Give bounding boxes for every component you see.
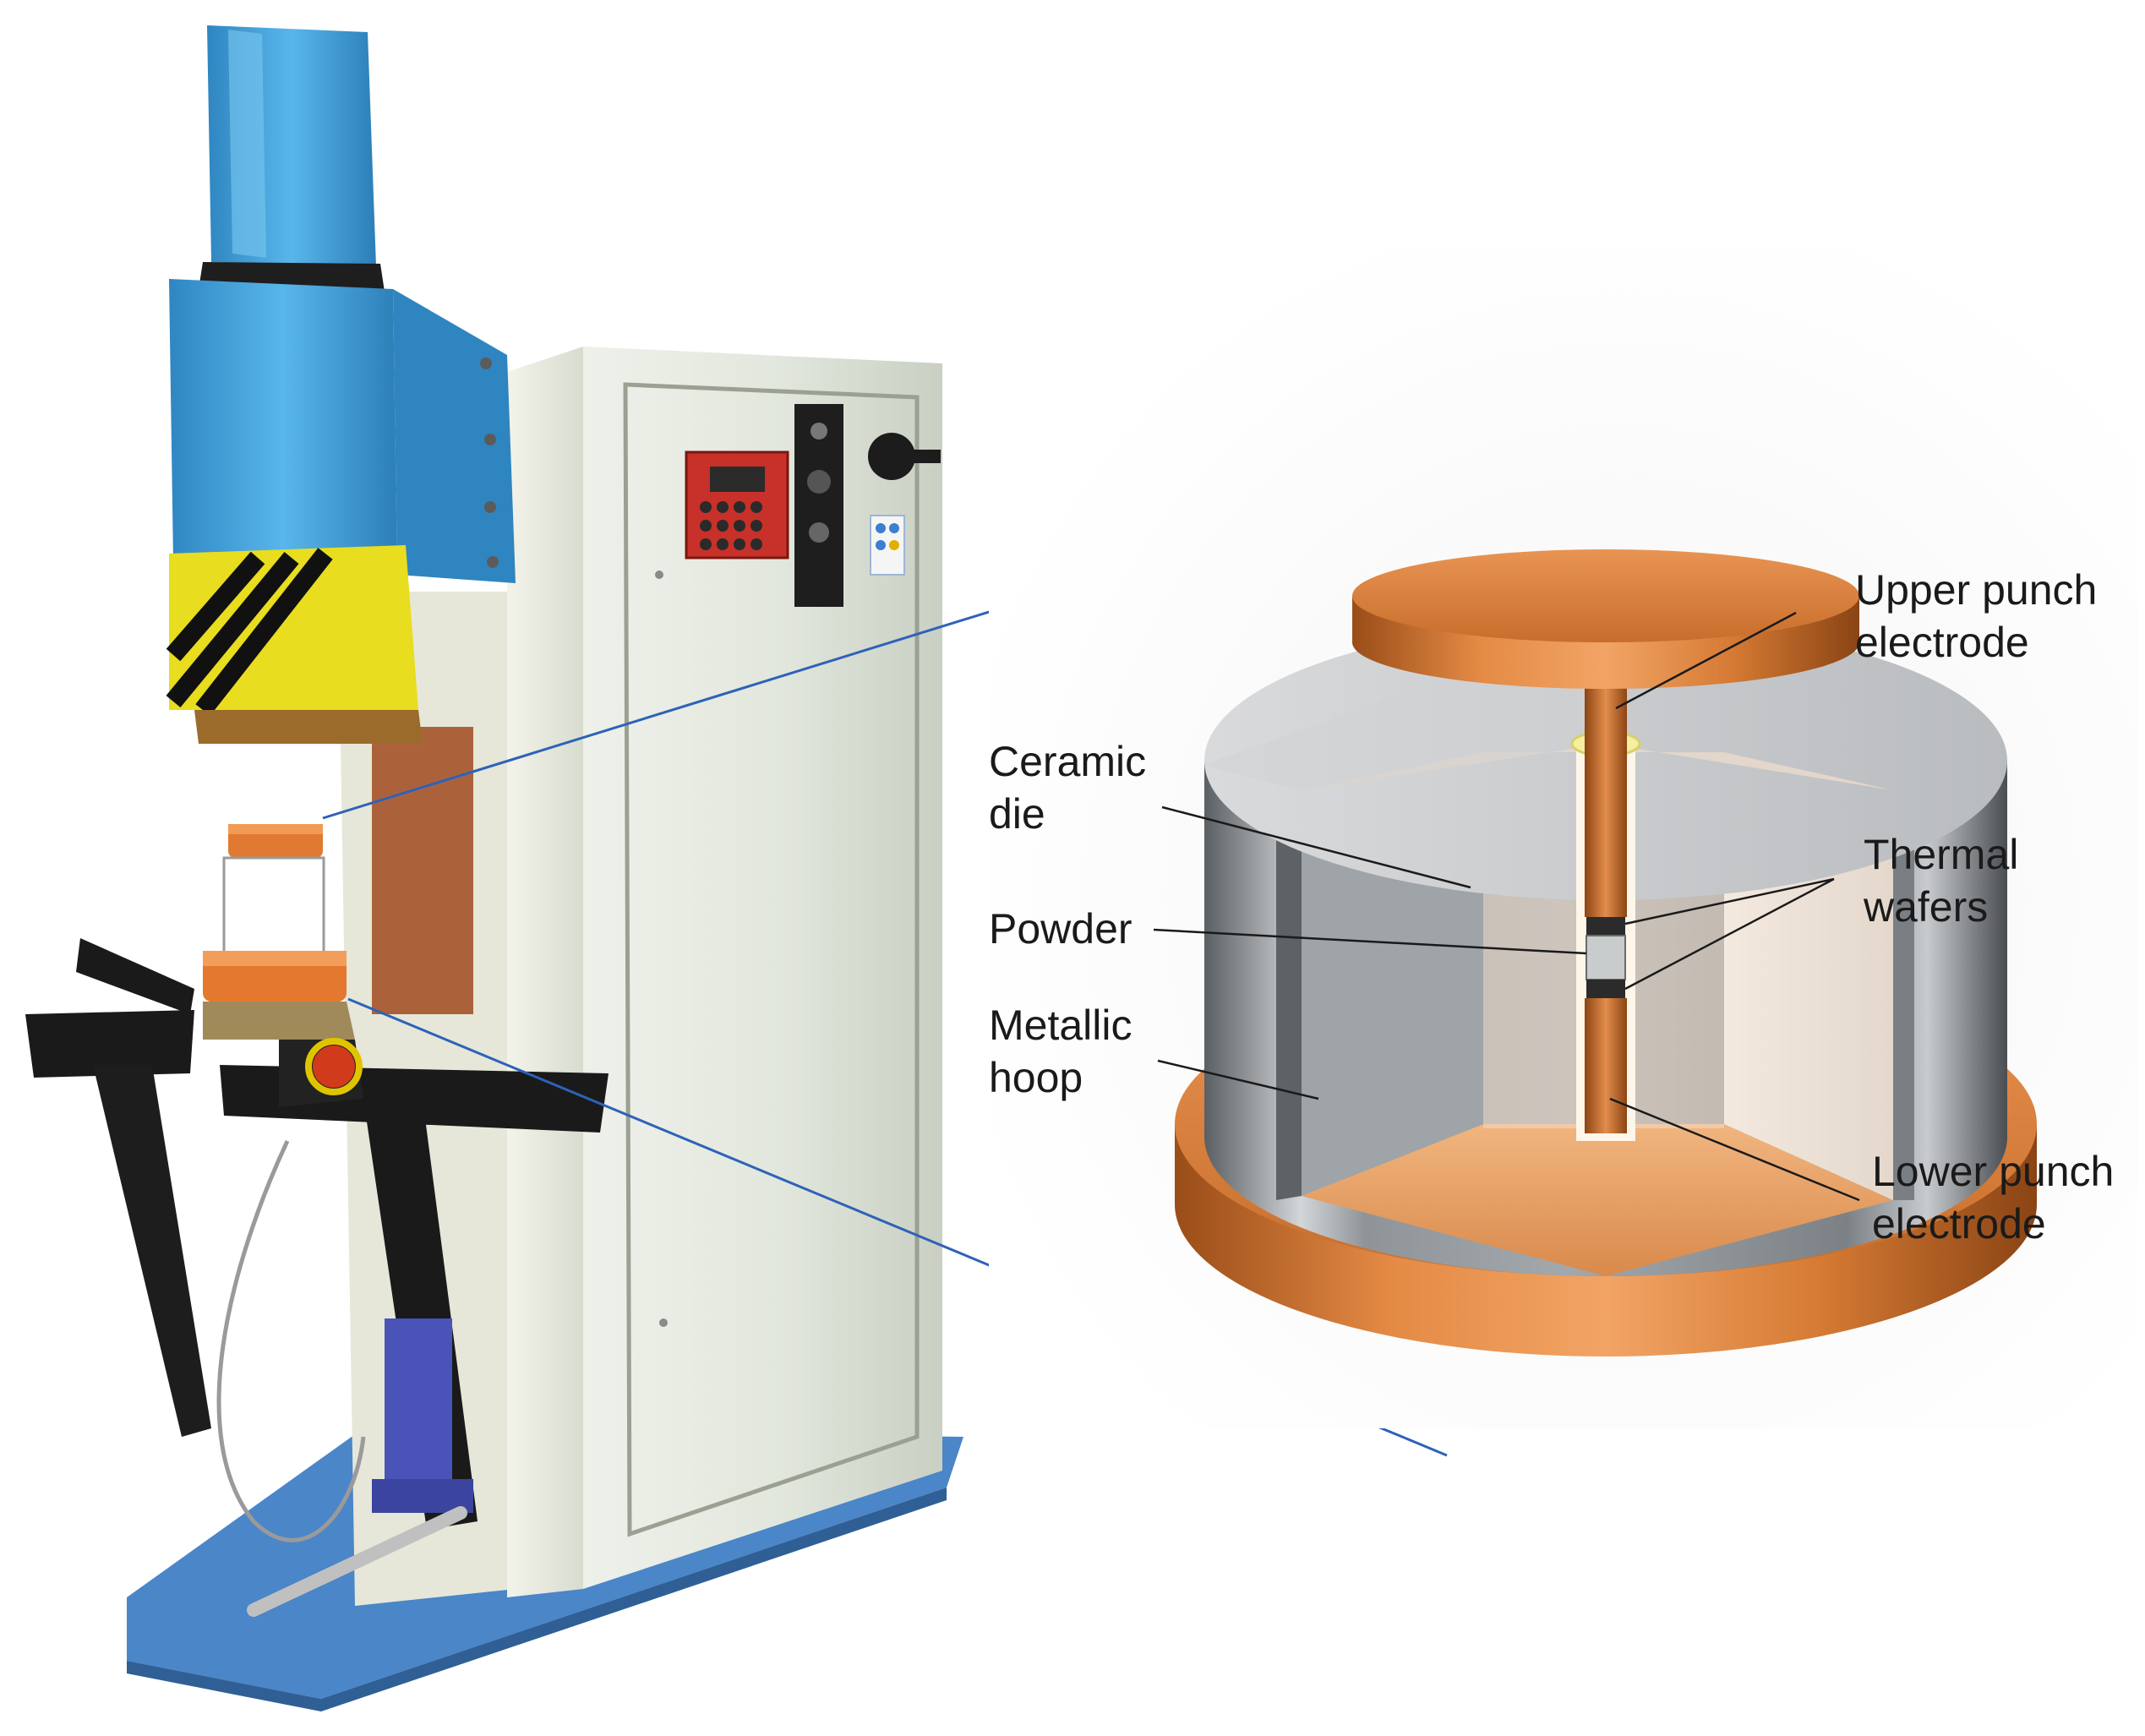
cabinet-side xyxy=(507,347,583,1597)
leader-wafer-2 xyxy=(1624,877,1835,991)
leader-wafer-1 xyxy=(1624,877,1835,925)
label-lower-punch-electrode: Lower punch electrode xyxy=(1872,1145,2114,1250)
label-thermal-wafers: Thermal wafers xyxy=(1864,828,2018,933)
label-thermal-wafers-line1: Thermal xyxy=(1864,831,2019,878)
cutaway-diagram xyxy=(989,245,2138,1428)
label-metallic-hoop: Metallic hoop xyxy=(989,999,1132,1104)
base-plate-edge xyxy=(127,1488,947,1711)
left-arm xyxy=(25,1010,194,1078)
label-powder: Powder xyxy=(989,903,1133,955)
die-small xyxy=(222,856,325,961)
cabinet-door xyxy=(623,382,920,1537)
label-metallic-hoop-line2: hoop xyxy=(989,1054,1083,1101)
label-upper-punch-line1: Upper punch xyxy=(1855,566,2098,614)
main-switch-knob xyxy=(868,433,915,480)
cutaway-floor xyxy=(1302,1124,1893,1276)
thermal-wafer-upper xyxy=(1586,917,1625,936)
label-powder-line1: Powder xyxy=(989,905,1133,953)
label-upper-punch-line2: electrode xyxy=(1855,619,2029,666)
powder-sample xyxy=(1586,936,1625,980)
label-ceramic-die-line2: die xyxy=(989,790,1045,838)
thermal-wafer-lower xyxy=(1586,980,1625,998)
leader-ceramic-die xyxy=(1161,805,1471,889)
cabinet-front xyxy=(583,347,942,1589)
column-shadow xyxy=(372,727,473,1014)
label-ceramic-die: Ceramic die xyxy=(989,735,1146,840)
sintering-machine xyxy=(25,25,963,1711)
label-thermal-wafers-line2: wafers xyxy=(1864,883,1989,931)
lower-punch-rod xyxy=(1585,998,1627,1133)
leader-upper-punch xyxy=(1615,611,1797,710)
label-upper-punch-electrode: Upper punch electrode xyxy=(1855,564,2097,669)
emergency-stop xyxy=(313,1045,355,1088)
hydraulic-jack xyxy=(385,1318,452,1488)
label-metallic-hoop-line1: Metallic xyxy=(989,1002,1133,1049)
label-ceramic-die-line1: Ceramic xyxy=(989,738,1147,785)
leader-metallic-hoop xyxy=(1157,1059,1319,1100)
label-lower-punch-line2: electrode xyxy=(1872,1200,2046,1247)
label-lower-punch-line1: Lower punch xyxy=(1872,1148,2115,1195)
leader-lower-punch xyxy=(1609,1097,1860,1202)
leader-powder xyxy=(1153,928,1587,955)
press-arm xyxy=(393,289,516,583)
press-head xyxy=(169,279,397,575)
upper-punch-rod xyxy=(1585,655,1627,917)
